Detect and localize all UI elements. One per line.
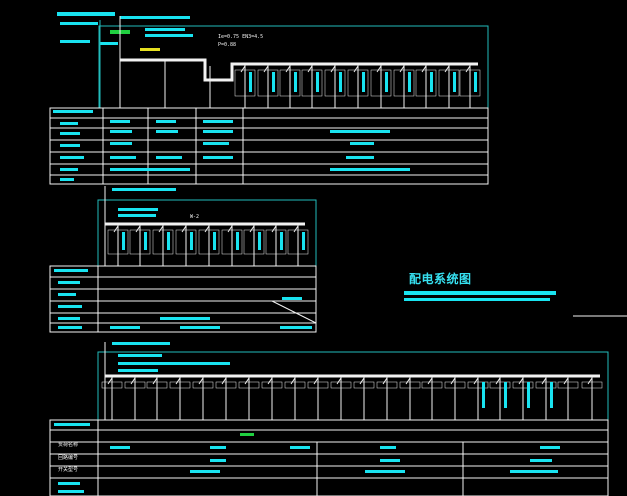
panel-3: 负荷名称 回路编号 开关型号 xyxy=(49,342,609,496)
p3-circuit xyxy=(376,376,398,420)
panel-1-spec-2: P=0.88 xyxy=(218,42,236,48)
p2-circuit xyxy=(175,224,197,266)
p1-circuit xyxy=(301,64,323,108)
panel-2-label: W-2 xyxy=(190,214,199,220)
panel-3-row-label-3: 开关型号 xyxy=(58,466,78,473)
panel-1-frame xyxy=(98,25,489,109)
panel-1-branches xyxy=(234,64,481,108)
p3-circuit xyxy=(535,376,557,420)
p3-circuit xyxy=(330,376,352,420)
p2-circuit xyxy=(129,224,151,266)
p2-circuit xyxy=(287,224,309,266)
panel-3-row-label-2: 回路编号 xyxy=(58,454,78,461)
p3-circuit xyxy=(353,376,375,420)
title-desc-bar-2 xyxy=(404,298,550,301)
p3-circuit xyxy=(169,376,191,420)
p1-circuit xyxy=(438,64,460,108)
p3-meter-bar xyxy=(527,382,530,408)
panel-2: W-2 xyxy=(49,186,317,333)
p3-circuit xyxy=(238,376,260,420)
p2-circuit xyxy=(198,224,220,266)
p3-circuit xyxy=(101,376,123,420)
p2-circuit xyxy=(107,224,129,266)
p1-circuit xyxy=(393,64,415,108)
p3-meter-bar xyxy=(504,382,507,408)
p2-circuit xyxy=(152,224,174,266)
p1-circuit xyxy=(415,64,437,108)
p3-circuit xyxy=(261,376,283,420)
p3-circuit xyxy=(444,376,466,420)
p3-circuit xyxy=(215,376,237,420)
p3-circuit xyxy=(307,376,329,420)
p2-circuit xyxy=(265,224,287,266)
p1-circuit xyxy=(279,64,301,108)
p3-circuit xyxy=(284,376,306,420)
p1-circuit xyxy=(324,64,346,108)
p3-circuit xyxy=(512,376,534,420)
p3-circuit xyxy=(581,376,603,420)
panel-3-row-label-1: 负荷名称 xyxy=(58,441,78,448)
p3-meter-bar xyxy=(482,382,485,408)
p3-circuit xyxy=(467,376,489,420)
p2-circuit xyxy=(243,224,265,266)
p1-circuit xyxy=(459,64,481,108)
diagram-title: 配电系统图 xyxy=(409,272,472,286)
panel-1-spec-1: Ie=0.75 EN3=4.5 xyxy=(218,34,263,40)
panel-1: Ie=0.75 EN3=4.5 P=0.88 xyxy=(49,12,489,185)
p3-circuit xyxy=(192,376,214,420)
p1-circuit xyxy=(257,64,279,108)
p3-circuit xyxy=(124,376,146,420)
p3-circuit xyxy=(421,376,443,420)
panel-1-table xyxy=(49,107,489,185)
panel-2-table xyxy=(49,265,317,333)
panel-2-branches xyxy=(107,224,309,266)
p3-meter-bar xyxy=(550,382,553,408)
title-desc-bar-1 xyxy=(404,291,556,295)
p1-circuit xyxy=(347,64,369,108)
p3-circuit xyxy=(146,376,168,420)
p3-circuit xyxy=(399,376,421,420)
p3-circuit xyxy=(557,376,579,420)
panel-3-branches xyxy=(101,376,603,420)
p2-circuit xyxy=(221,224,243,266)
panel-3-table: 负荷名称 回路编号 开关型号 xyxy=(49,419,609,496)
p3-circuit xyxy=(489,376,511,420)
p1-circuit xyxy=(370,64,392,108)
p1-circuit xyxy=(234,64,256,108)
